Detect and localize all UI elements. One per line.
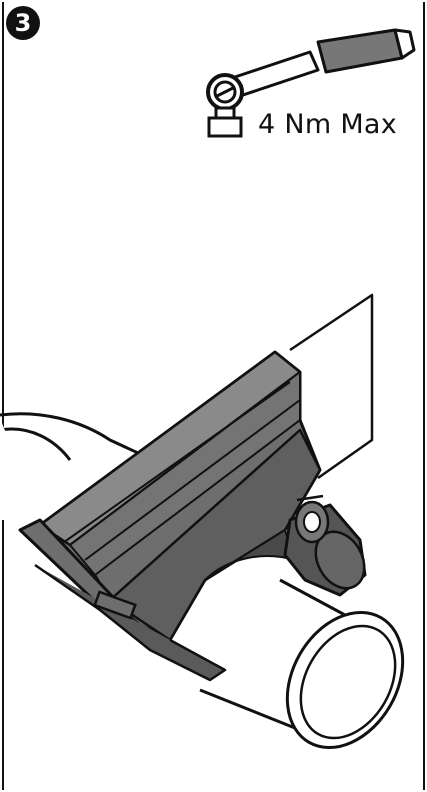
socket-icon xyxy=(207,106,243,138)
cable-gland xyxy=(283,494,367,597)
mounting-plate xyxy=(289,293,374,480)
pipe xyxy=(0,412,405,750)
torque-wrench-icon xyxy=(206,28,416,111)
torque-limit-label: 4 Nm Max xyxy=(258,109,398,140)
clamp-housing xyxy=(18,350,322,682)
step-number-badge: 3 xyxy=(6,6,40,40)
